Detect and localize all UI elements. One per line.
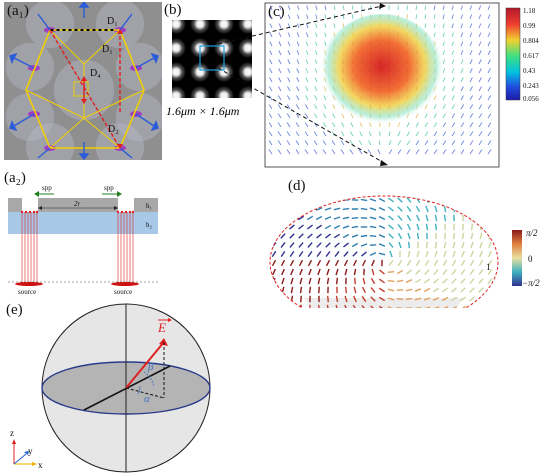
cbar-d-tick-2: −π/2: [522, 278, 540, 288]
label-D1-top: D₁: [107, 16, 118, 27]
panel-label-d: (d): [288, 178, 306, 194]
cbar-c-tick-0: 1.18: [523, 7, 536, 15]
bright-spot-array: [172, 20, 252, 98]
label-D4: D₄: [90, 68, 101, 79]
panel-a2: (a₂) spp spp: [4, 170, 162, 300]
alpha-label: α: [144, 393, 150, 405]
scale-caption: 1.6μm × 1.6μm: [166, 104, 240, 118]
panel-e: (e) E β α z y x: [4, 302, 244, 474]
panel-label-a2: (a₂): [4, 170, 26, 186]
cbar-c-tick-3: 0.617: [523, 52, 539, 60]
cbar-c-tick-4: 0.43: [523, 67, 536, 75]
hexagon-lattice-diagram: D₁ D₁ D₄ D₂: [4, 0, 165, 172]
spp-label-left: spp: [42, 184, 52, 192]
panel-d: (d) π/2 0 −π/2 1: [264, 178, 546, 308]
vector-field-d: π/2 0 −π/2 1: [269, 195, 540, 308]
vector-E-label: E: [157, 320, 166, 335]
cbar-d-tick-1: 0: [528, 254, 533, 264]
panel-label-c: (c): [268, 4, 285, 20]
h1-label: h₁: [146, 202, 152, 210]
waveguide-cross-section: spp spp 2r h₁ h₂ source source: [8, 184, 158, 296]
label-D1-side: D₁: [102, 44, 113, 55]
colorbar-d: [512, 230, 522, 286]
panel-label-b: (b): [164, 2, 182, 18]
panel-c: 1.18 0.99 0.804 0.617 0.43 0.243 0.056 (…: [264, 2, 546, 168]
gap-label: 2r: [74, 200, 81, 208]
poincare-sphere: E β α z y x: [10, 303, 211, 473]
cbar-c-tick-1: 0.99: [523, 22, 536, 30]
spp-label-right: spp: [104, 184, 114, 192]
cbar-c-tick-2: 0.804: [523, 37, 539, 45]
panel-label-e: (e): [6, 302, 23, 318]
colorbar-c: [505, 7, 521, 101]
vector-field-c: 1.18 0.99 0.804 0.617 0.43 0.243 0.056: [264, 2, 539, 168]
source-label-right: source: [114, 288, 132, 296]
panel-a1: D₁ D₁ D₄ D₂ (a₁): [4, 0, 165, 172]
label-D2: D₂: [108, 124, 119, 135]
cbar-c-tick-5: 0.243: [523, 82, 539, 90]
axis-x-label: x: [38, 460, 43, 470]
axis-z-label: z: [10, 428, 14, 438]
source-label-left: source: [18, 288, 36, 296]
cbar-d-tick-0: π/2: [526, 228, 538, 238]
selection-box: [199, 45, 225, 71]
h2-label: h₂: [146, 221, 153, 229]
panel-label-a1: (a₁): [7, 3, 29, 19]
axis-y-label: y: [28, 446, 33, 456]
annotation-1: 1: [486, 262, 491, 272]
cbar-c-tick-6: 0.056: [523, 95, 539, 103]
panel-b: (b) 1.6μm × 1.6μm: [164, 2, 262, 122]
beta-label: β: [147, 361, 154, 373]
